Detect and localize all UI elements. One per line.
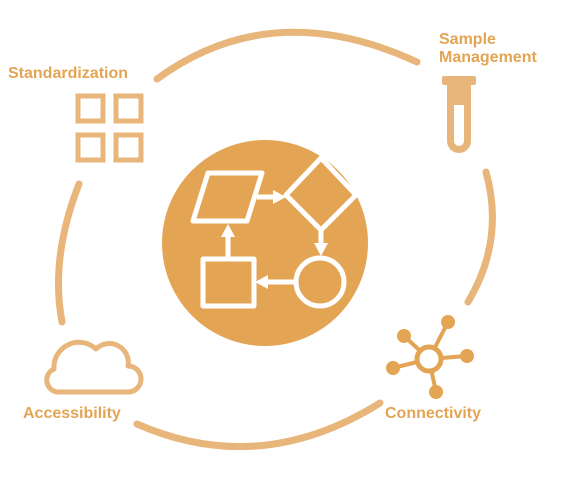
standardization-label: Standardization (8, 65, 129, 82)
network-node-icon (386, 315, 474, 399)
grid-squares-icon (75, 93, 144, 163)
outer-ring (55, 28, 496, 451)
sample-management-label-line1: Sample (439, 31, 496, 48)
network-node-4 (460, 349, 474, 363)
arrowhead-down (314, 243, 328, 256)
arrowhead-right (273, 190, 286, 204)
ring-arc-left (55, 180, 83, 326)
grid-square-tr (113, 93, 144, 124)
arrowhead-up (221, 224, 235, 237)
flowchart-icon (162, 140, 368, 346)
tube-cap (442, 76, 476, 85)
connectivity-label: Connectivity (385, 405, 482, 422)
ring-arc-right (464, 168, 496, 306)
flowchart-parallelogram (190, 170, 265, 224)
network-hub (414, 344, 444, 374)
network-node-5 (429, 385, 443, 399)
network-node-3 (386, 361, 400, 375)
arrowhead-left (255, 275, 268, 289)
network-node-2 (441, 315, 455, 329)
tube-inner (454, 105, 464, 146)
grid-square-br (113, 132, 144, 163)
cloud-icon (44, 339, 144, 395)
accessibility-label: Accessibility (23, 405, 121, 422)
ring-arc-top (153, 28, 421, 83)
grid-square-tl (75, 93, 106, 124)
grid-square-bl (75, 132, 106, 163)
ring-arc-bottom (133, 399, 384, 451)
network-node-1 (397, 329, 411, 343)
center-circle (162, 140, 368, 346)
sample-management-label-line2: Management (439, 49, 537, 66)
test-tube-icon (442, 76, 476, 153)
